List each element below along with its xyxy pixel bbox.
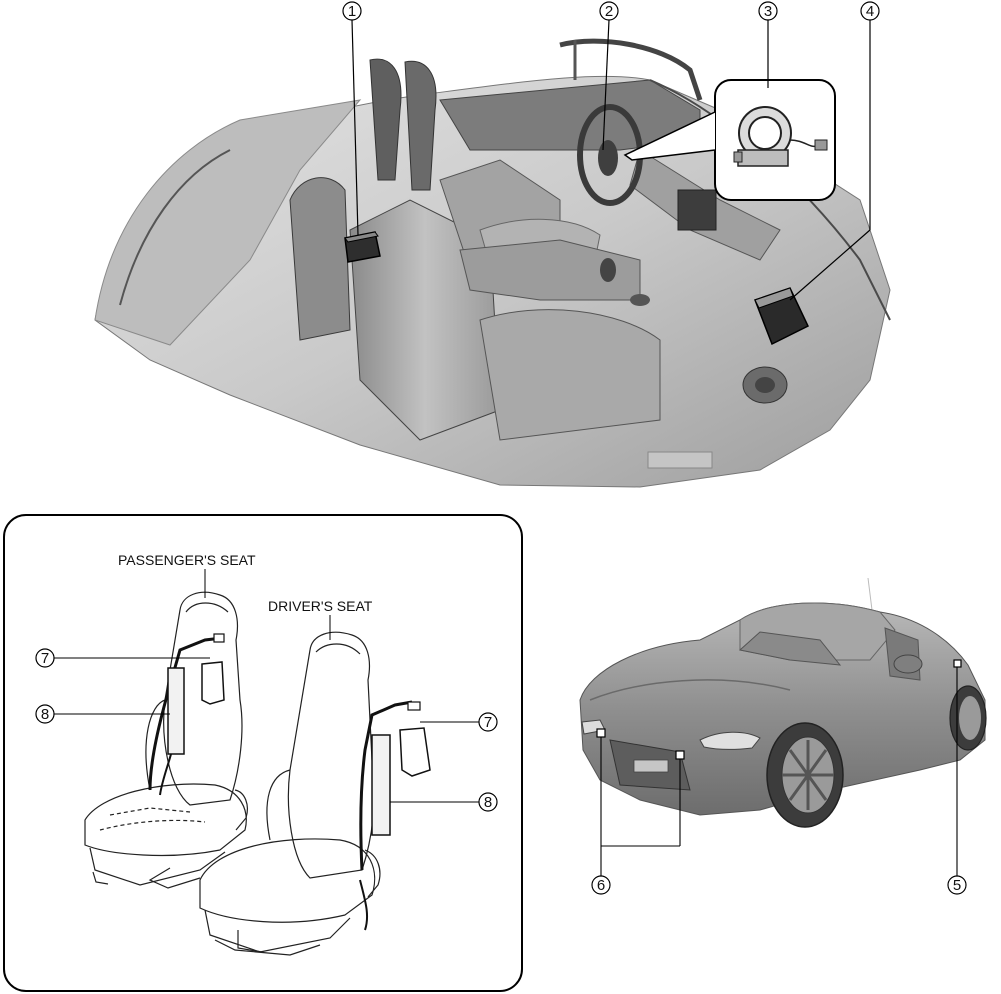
front-crash-sensor-right [675, 750, 685, 760]
callout-4: 4 [860, 1, 880, 21]
passenger-seat-drawing [84, 591, 248, 889]
svg-text:6: 6 [597, 877, 605, 894]
callout-3: 3 [758, 1, 778, 21]
passenger-pretensioner [201, 661, 225, 705]
svg-text:4: 4 [866, 3, 874, 20]
passenger-side-airbag-strip [167, 667, 185, 755]
passenger-seat-label: PASSENGER'S SEAT [118, 552, 256, 568]
front-crash-sensor-left [596, 728, 606, 738]
exterior-car-illustration [579, 577, 987, 828]
callout-8-left: 8 [35, 704, 55, 724]
callout-6: 6 [591, 875, 611, 895]
svg-text:5: 5 [953, 877, 961, 894]
callout-7-left: 7 [35, 648, 55, 668]
callout-1: 1 [342, 1, 362, 21]
interior-illustration [94, 38, 891, 488]
side-crash-sensor [953, 659, 962, 668]
driver-side-airbag-strip [371, 734, 391, 836]
callout-8-right: 8 [478, 792, 498, 812]
svg-text:7: 7 [484, 714, 492, 731]
callout-2: 2 [599, 1, 619, 21]
callout-7-right: 7 [478, 712, 498, 732]
svg-text:3: 3 [764, 3, 772, 20]
seats-panel: PASSENGER'S SEAT DRIVER'S SEAT 7 8 7 8 [3, 514, 523, 992]
clock-spring-inset [714, 79, 836, 201]
driver-seat-label: DRIVER'S SEAT [268, 598, 373, 614]
driver-pretensioner [399, 727, 431, 777]
svg-text:8: 8 [41, 706, 49, 723]
svg-text:1: 1 [348, 3, 356, 20]
callout-5: 5 [947, 875, 967, 895]
svg-text:2: 2 [605, 3, 613, 20]
svg-text:8: 8 [484, 794, 492, 811]
svg-text:7: 7 [41, 650, 49, 667]
